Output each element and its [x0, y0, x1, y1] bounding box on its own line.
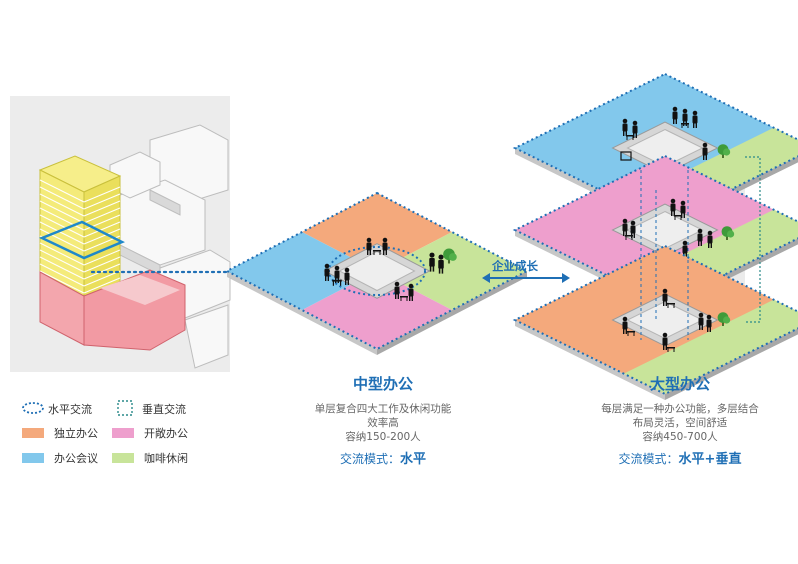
large-office-capacity: 容纳450-700人: [642, 431, 718, 443]
legend-meeting-label: 办公会议: [54, 452, 98, 465]
swatch-open: [112, 428, 134, 438]
medium-mode-value: 水平: [400, 452, 427, 467]
medium-office-desc-2: 效率高: [367, 417, 399, 429]
large-office-desc-2: 布局灵活，空间舒适: [632, 417, 728, 429]
legend-vertical-flow: 垂直交流: [142, 401, 186, 417]
medium-office-desc-1: 单层复合四大工作及休闲功能: [314, 403, 452, 415]
large-mode-value: 水平+垂直: [678, 452, 742, 467]
legend-markers: [22, 400, 133, 416]
large-office-floor-independent: [512, 244, 798, 400]
legend-independent: 独立办公: [22, 425, 98, 441]
large-office-desc-1: 每层满足一种办公功能，多层结合: [601, 403, 759, 415]
swatch-independent: [22, 428, 44, 438]
medium-office-capacity: 容纳150-200人: [345, 431, 421, 443]
medium-office-mode: 交流模式：水平: [288, 448, 478, 467]
swatch-meeting: [22, 453, 44, 463]
large-office-stack: [512, 72, 798, 400]
legend-cafe: 咖啡休闲: [112, 450, 188, 466]
large-office-mode: 交流模式：水平+垂直: [580, 448, 780, 467]
legend-independent-label: 独立办公: [54, 427, 98, 440]
medium-office-title: 中型办公: [352, 375, 413, 393]
medium-mode-prefix: 交流模式：: [339, 452, 400, 466]
legend-open-label: 开敞办公: [144, 427, 188, 440]
swatch-cafe: [112, 453, 134, 463]
medium-office-floor-plate: [224, 191, 530, 355]
large-office-caption: 大型办公 每层满足一种办公功能，多层结合 布局灵活，空间舒适 容纳450-700…: [580, 373, 780, 467]
building-massing-model: [10, 96, 231, 372]
growth-label: 企业成长: [492, 259, 538, 273]
legend-meeting: 办公会议: [22, 450, 98, 466]
legend-horizontal-label: 水平交流: [48, 403, 92, 416]
legend-open: 开敞办公: [112, 425, 188, 441]
legend-cafe-label: 咖啡休闲: [144, 452, 188, 465]
legend-horizontal-flow: 水平交流: [48, 401, 92, 417]
medium-office-caption: 中型办公 单层复合四大工作及休闲功能 效率高 容纳150-200人 交流模式：水…: [288, 373, 478, 467]
large-mode-prefix: 交流模式：: [618, 452, 679, 466]
legend-vertical-label: 垂直交流: [142, 403, 186, 416]
large-office-title: 大型办公: [649, 375, 710, 393]
